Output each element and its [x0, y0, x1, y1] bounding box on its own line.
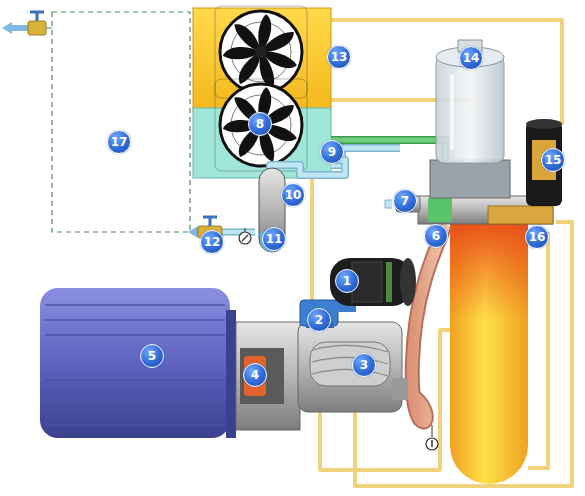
motor-part-part [45, 319, 225, 321]
motor-part-part [45, 424, 225, 426]
thermometer [426, 425, 438, 450]
coupling-housing-part [240, 348, 284, 404]
air-end-part [312, 345, 388, 376]
dashed-unit-part [52, 12, 190, 232]
callout-number: 1 [335, 269, 359, 293]
outlet-valve-part [188, 226, 198, 238]
thermometer-part [426, 438, 438, 450]
motor [40, 288, 236, 438]
air-filter-part [386, 262, 392, 302]
green-pipe [331, 140, 445, 200]
cooler [193, 6, 331, 178]
min-pressure-valve-part [385, 200, 392, 208]
callout-number: 12 [200, 230, 224, 254]
oil-lines [312, 20, 572, 486]
separator-head-part [488, 206, 553, 224]
motor-part [45, 305, 225, 425]
oil-filter-part [526, 119, 562, 129]
oil-tank-part [450, 222, 528, 320]
water-separator-part [239, 232, 251, 244]
motor-part-part [45, 409, 225, 411]
oil-lines-part [310, 175, 314, 320]
discharge-pipe-part [405, 225, 445, 422]
coupling-housing [236, 322, 300, 430]
cooler-part [215, 79, 307, 171]
motor-part [40, 288, 230, 438]
motor-part-part [45, 379, 225, 381]
callout-number: 8 [248, 112, 272, 136]
callout-number: 14 [459, 46, 483, 70]
motor-part-part [45, 394, 225, 396]
callout-number: 3 [352, 353, 376, 377]
dashed-unit-part [12, 25, 30, 31]
callout-number: 11 [262, 227, 286, 251]
callout-number: 17 [107, 130, 131, 154]
air-pipe [200, 148, 400, 232]
separator-element-part [430, 160, 510, 198]
separator-element-part [436, 55, 504, 163]
dashed-unit-part [28, 21, 46, 35]
callout-number: 7 [393, 189, 417, 213]
air-filter [330, 258, 416, 306]
water-separator-part [259, 168, 285, 252]
dashed-unit-part [2, 22, 12, 34]
water-separator-part [242, 235, 248, 241]
green-pipe-part [331, 140, 445, 200]
water-separator [239, 168, 285, 252]
air-end-part [298, 322, 402, 412]
callout-number: 2 [307, 308, 331, 332]
motor-part [226, 310, 236, 438]
air-end-part [392, 378, 408, 400]
oil-lines-part [528, 232, 548, 468]
callout-number: 9 [320, 140, 344, 164]
air-filter-part [330, 258, 412, 306]
air-filter-part [400, 258, 416, 306]
callout-number: 6 [424, 224, 448, 248]
motor-part-part [45, 304, 225, 306]
separator-head-part [428, 198, 452, 222]
coupling-housing-part [236, 322, 300, 430]
motor-part-part [45, 334, 225, 336]
callout-number: 4 [243, 363, 267, 387]
thermometer-part [431, 440, 433, 447]
discharge-pipe-part [405, 225, 445, 422]
separator-element-part [450, 75, 454, 150]
callout-number: 15 [541, 148, 565, 172]
thermometer-part [432, 425, 433, 437]
outlet-valve-part [203, 217, 217, 226]
callout-number: 13 [327, 45, 351, 69]
discharge-pipe [405, 225, 445, 422]
separator-element [430, 40, 510, 198]
air-end [298, 322, 408, 412]
oil-tank-part [450, 222, 528, 484]
oil-tank [450, 222, 528, 484]
dashed-unit [2, 12, 190, 232]
dashed-unit-part [30, 12, 44, 21]
green-pipe-part [331, 140, 445, 200]
air-end-part [310, 342, 390, 386]
coupling-housing-part [244, 356, 266, 396]
callout-number: 5 [140, 344, 164, 368]
callout-number: 10 [281, 183, 305, 207]
water-separator-part [245, 228, 246, 232]
callout-number: 16 [525, 225, 549, 249]
